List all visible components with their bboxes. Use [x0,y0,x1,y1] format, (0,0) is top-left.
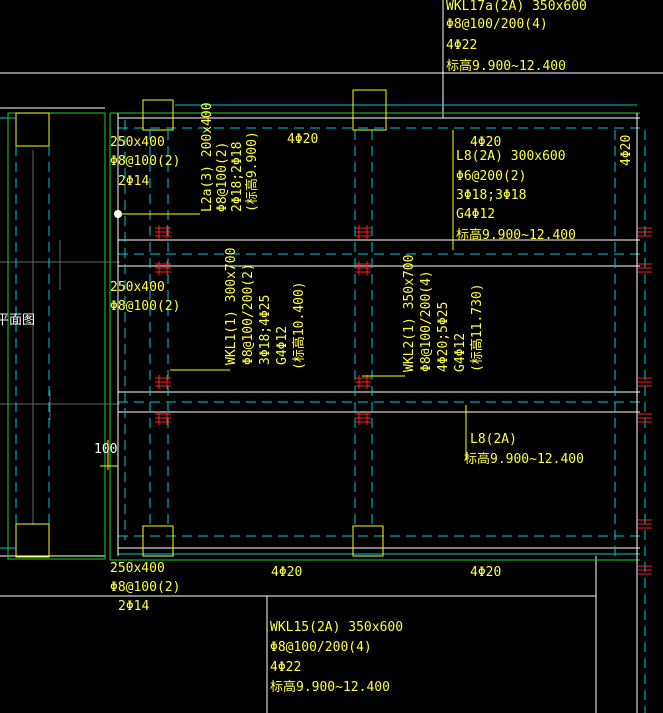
wkl1-name[interactable]: WKL1(1) 300x700 [224,248,239,365]
beam-top-left-bar[interactable]: 2Φ14 [118,174,149,189]
left-columns [0,112,50,558]
l8-elevation[interactable]: 标高9.900~12.400 [456,227,576,243]
leader-lines [100,130,467,470]
wkl17-elevation[interactable]: 标高9.900~12.400 [446,58,566,74]
columns [142,89,387,557]
l2a-stirrup[interactable]: Φ8@100(2) [215,142,230,212]
beam-mid-left-size[interactable]: 250x400 [110,280,165,295]
plan-view-label[interactable]: 平面图 [0,313,35,328]
l2a-bars[interactable]: 2Φ18;2Φ18 [230,142,245,212]
top-bar-a[interactable]: 4Φ20 [287,132,318,147]
top-bar-b[interactable]: 4Φ20 [470,135,501,150]
green-frame [7,112,640,561]
wkl15-name[interactable]: WKL15(2A) 350x600 [270,620,403,635]
axis-lines [0,150,120,525]
wkl2-stirrup[interactable]: Φ8@100/200(4) [419,270,434,372]
wkl17-stirrup[interactable]: Φ8@100/200(4) [446,17,548,32]
beam-bot-left-stirrup[interactable]: Φ8@100(2) [110,580,180,595]
wkl17-name[interactable]: WKL17a(2A) 350x600 [446,0,587,14]
bot-bar-b[interactable]: 4Φ20 [470,565,501,580]
l8-stirrup[interactable]: Φ6@200(2) [456,169,526,184]
wkl2-bars[interactable]: 4Φ20;5Φ25 [436,302,451,372]
dimension-100[interactable]: 100 [94,442,117,457]
beam-mid-left-stirrup[interactable]: Φ8@100(2) [110,299,180,314]
wkl1-elevation[interactable]: (标高10.400) [291,281,307,370]
wkl2-elevation[interactable]: (标高11.730) [469,283,485,372]
l8-name[interactable]: L8(2A) 300x600 [456,149,566,164]
horizontal-beams [118,104,640,555]
beam-bot-left-bar[interactable]: 2Φ14 [118,599,149,614]
wkl1-stirrup[interactable]: Φ8@100/200(2) [241,263,256,365]
l8b-elevation[interactable]: 标高9.900~12.400 [464,451,584,467]
wkl15-elevation[interactable]: 标高9.900~12.400 [270,679,390,695]
wkl17-top-bar[interactable]: 4Φ22 [446,38,477,53]
l8b-name[interactable]: L8(2A) [470,432,517,447]
wkl1-bars[interactable]: 3Φ18;4Φ25 [258,295,273,365]
grip-point[interactable] [114,210,122,218]
top-bar-c[interactable]: 4Φ20 [619,135,634,166]
wkl1-side-bar[interactable]: G4Φ12 [275,326,290,365]
l2a-elevation[interactable]: (标高9.900) [244,131,260,212]
rebar-marks [155,225,652,575]
l8-bars[interactable]: 3Φ18;3Φ18 [456,188,526,203]
beam-top-left-size[interactable]: 250x400 [110,135,165,150]
beam-top-left-stirrup[interactable]: Φ8@100(2) [110,154,180,169]
l8-side-bar[interactable]: G4Φ12 [456,207,495,222]
wkl2-side-bar[interactable]: G4Φ12 [453,333,468,372]
wkl15-top-bar[interactable]: 4Φ22 [270,660,301,675]
l2a-name[interactable]: L2a(3) 200x400 [200,102,215,212]
bot-bar-a[interactable]: 4Φ20 [271,565,302,580]
wkl15-stirrup[interactable]: Φ8@100/200(4) [270,640,372,655]
wkl2-name[interactable]: WKL2(1) 350x700 [402,255,417,372]
beam-bot-left-size[interactable]: 250x400 [110,561,165,576]
